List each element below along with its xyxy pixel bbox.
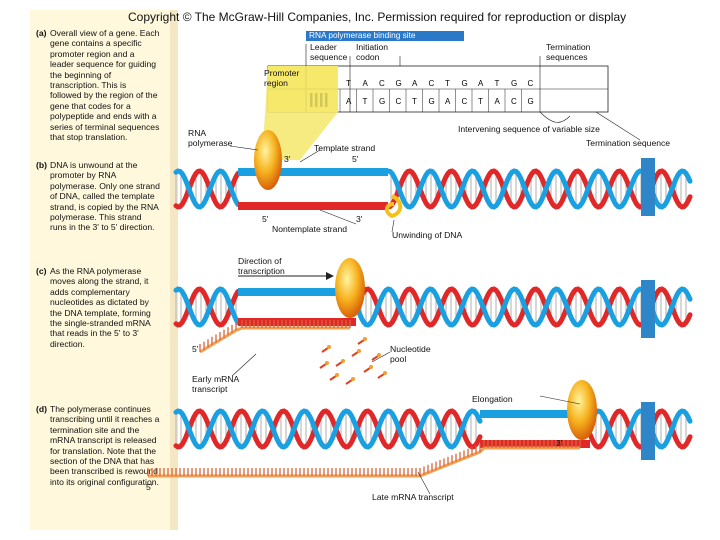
caption-a-text: Overall view of a gene. Each gene contai…: [50, 28, 160, 143]
dna-helix-c: [173, 286, 693, 328]
sequence-base-top: T: [346, 79, 351, 88]
sequence-base-bottom: A: [495, 97, 501, 106]
label-termination-sequences: Termination sequences: [546, 42, 591, 62]
caption-d-text: The polymerase continues transcribing un…: [50, 404, 160, 487]
label-rna-polymerase: RNA polymerase: [188, 128, 233, 148]
caption-panel-shadow: [170, 10, 178, 530]
caption-b-text: DNA is unwound at the promoter by RNA po…: [50, 160, 160, 233]
sequence-base-bottom: C: [511, 97, 517, 106]
label-nontemplate-strand: Nontemplate strand: [272, 224, 347, 234]
sequence-base-bottom: G: [429, 97, 435, 106]
sequence-base-bottom: A: [445, 97, 451, 106]
label-initiation-codon: Initiation codon: [356, 42, 389, 62]
label-3prime-b: 3': [284, 154, 291, 164]
copyright-notice: Copyright © The McGraw-Hill Companies, I…: [128, 10, 627, 24]
sequence-base-bottom: C: [396, 97, 402, 106]
terminator-block-c: [641, 280, 655, 338]
caption-d: (d) The polymerase continues transcribin…: [36, 404, 160, 487]
label-5prime-b: 5': [352, 154, 359, 164]
caption-b-letter: (b): [36, 160, 47, 170]
label-leader-sequence: Leader sequence: [310, 42, 348, 62]
caption-c-letter: (c): [36, 266, 47, 276]
label-unwinding: Unwinding of DNA: [392, 230, 463, 240]
label-intervening-sequence: Intervening sequence of variable size: [458, 124, 600, 134]
caption-a-letter: (a): [36, 28, 47, 38]
binding-site-bar: [306, 31, 464, 41]
nucleotide-pool-icons: [319, 337, 387, 385]
label-nucleotide-pool: Nucleotide pool: [390, 344, 431, 364]
label-elongation: Elongation: [472, 394, 513, 404]
sequence-base-bottom: T: [363, 97, 368, 106]
label-5prime-d: 5': [146, 482, 153, 492]
terminator-block-b: [641, 158, 655, 216]
sequence-base-top: G: [511, 79, 517, 88]
sequence-base-top: G: [396, 79, 402, 88]
left-bar: [0, 0, 30, 540]
label-direction: Direction of transcription: [238, 256, 285, 276]
caption-c-text: As the RNA polymerase moves along the st…: [50, 266, 151, 349]
label-5prime-b-low: 5': [262, 214, 269, 224]
label-late-mrna: Late mRNA transcript: [372, 492, 454, 502]
sequence-base-top: G: [462, 79, 468, 88]
direction-arrow-icon: [326, 272, 334, 280]
label-3prime-d: 3': [556, 438, 563, 448]
sequence-base-bottom: G: [379, 97, 385, 106]
early-mrna-strand: [199, 320, 351, 354]
rna-polymerase-b: [254, 130, 282, 190]
rna-polymerase-c: [335, 258, 365, 318]
caption-panel: [30, 10, 176, 530]
sequence-base-bottom: T: [412, 97, 417, 106]
sequence-base-top: C: [429, 79, 435, 88]
late-mrna-strand: [147, 440, 581, 478]
sequence-base-bottom: A: [346, 97, 352, 106]
sequence-base-top: T: [495, 79, 500, 88]
sequence-base-top: A: [363, 79, 369, 88]
unwinding-arrow-icon: [385, 194, 403, 219]
label-termination-sequence: Termination sequence: [586, 138, 671, 148]
sequence-base-bottom: C: [462, 97, 468, 106]
caption-b: (b) DNA is unwound at the promoter by RN…: [36, 160, 160, 233]
label-3prime-b-low: 3': [356, 214, 363, 224]
sequence-base-bottom: T: [478, 97, 483, 106]
label-promoter-region: Promoter region: [264, 68, 300, 88]
label-early-mrna: Early mRNA transcript: [192, 374, 239, 394]
caption-c: (c) As the RNA polymerase moves along th…: [36, 266, 160, 349]
sequence-base-top: C: [379, 79, 385, 88]
sequence-base-bottom: G: [528, 97, 534, 106]
sequence-base-top: T: [445, 79, 450, 88]
rna-polymerase-d: [567, 380, 597, 440]
dna-helix-d: [173, 408, 693, 450]
label-binding-site: RNA polymerase binding site: [309, 30, 416, 40]
dna-helix-b: [173, 168, 693, 210]
sequence-base-top: A: [412, 79, 418, 88]
caption-a: (a) Overall view of a gene. Each gene co…: [36, 28, 160, 142]
sequence-base-top: C: [528, 79, 534, 88]
label-5prime-c: 5': [192, 344, 199, 354]
caption-d-letter: (d): [36, 404, 47, 414]
sequence-base-top: A: [478, 79, 484, 88]
terminator-block-d: [641, 402, 655, 460]
label-template-strand: Template strand: [314, 143, 376, 153]
